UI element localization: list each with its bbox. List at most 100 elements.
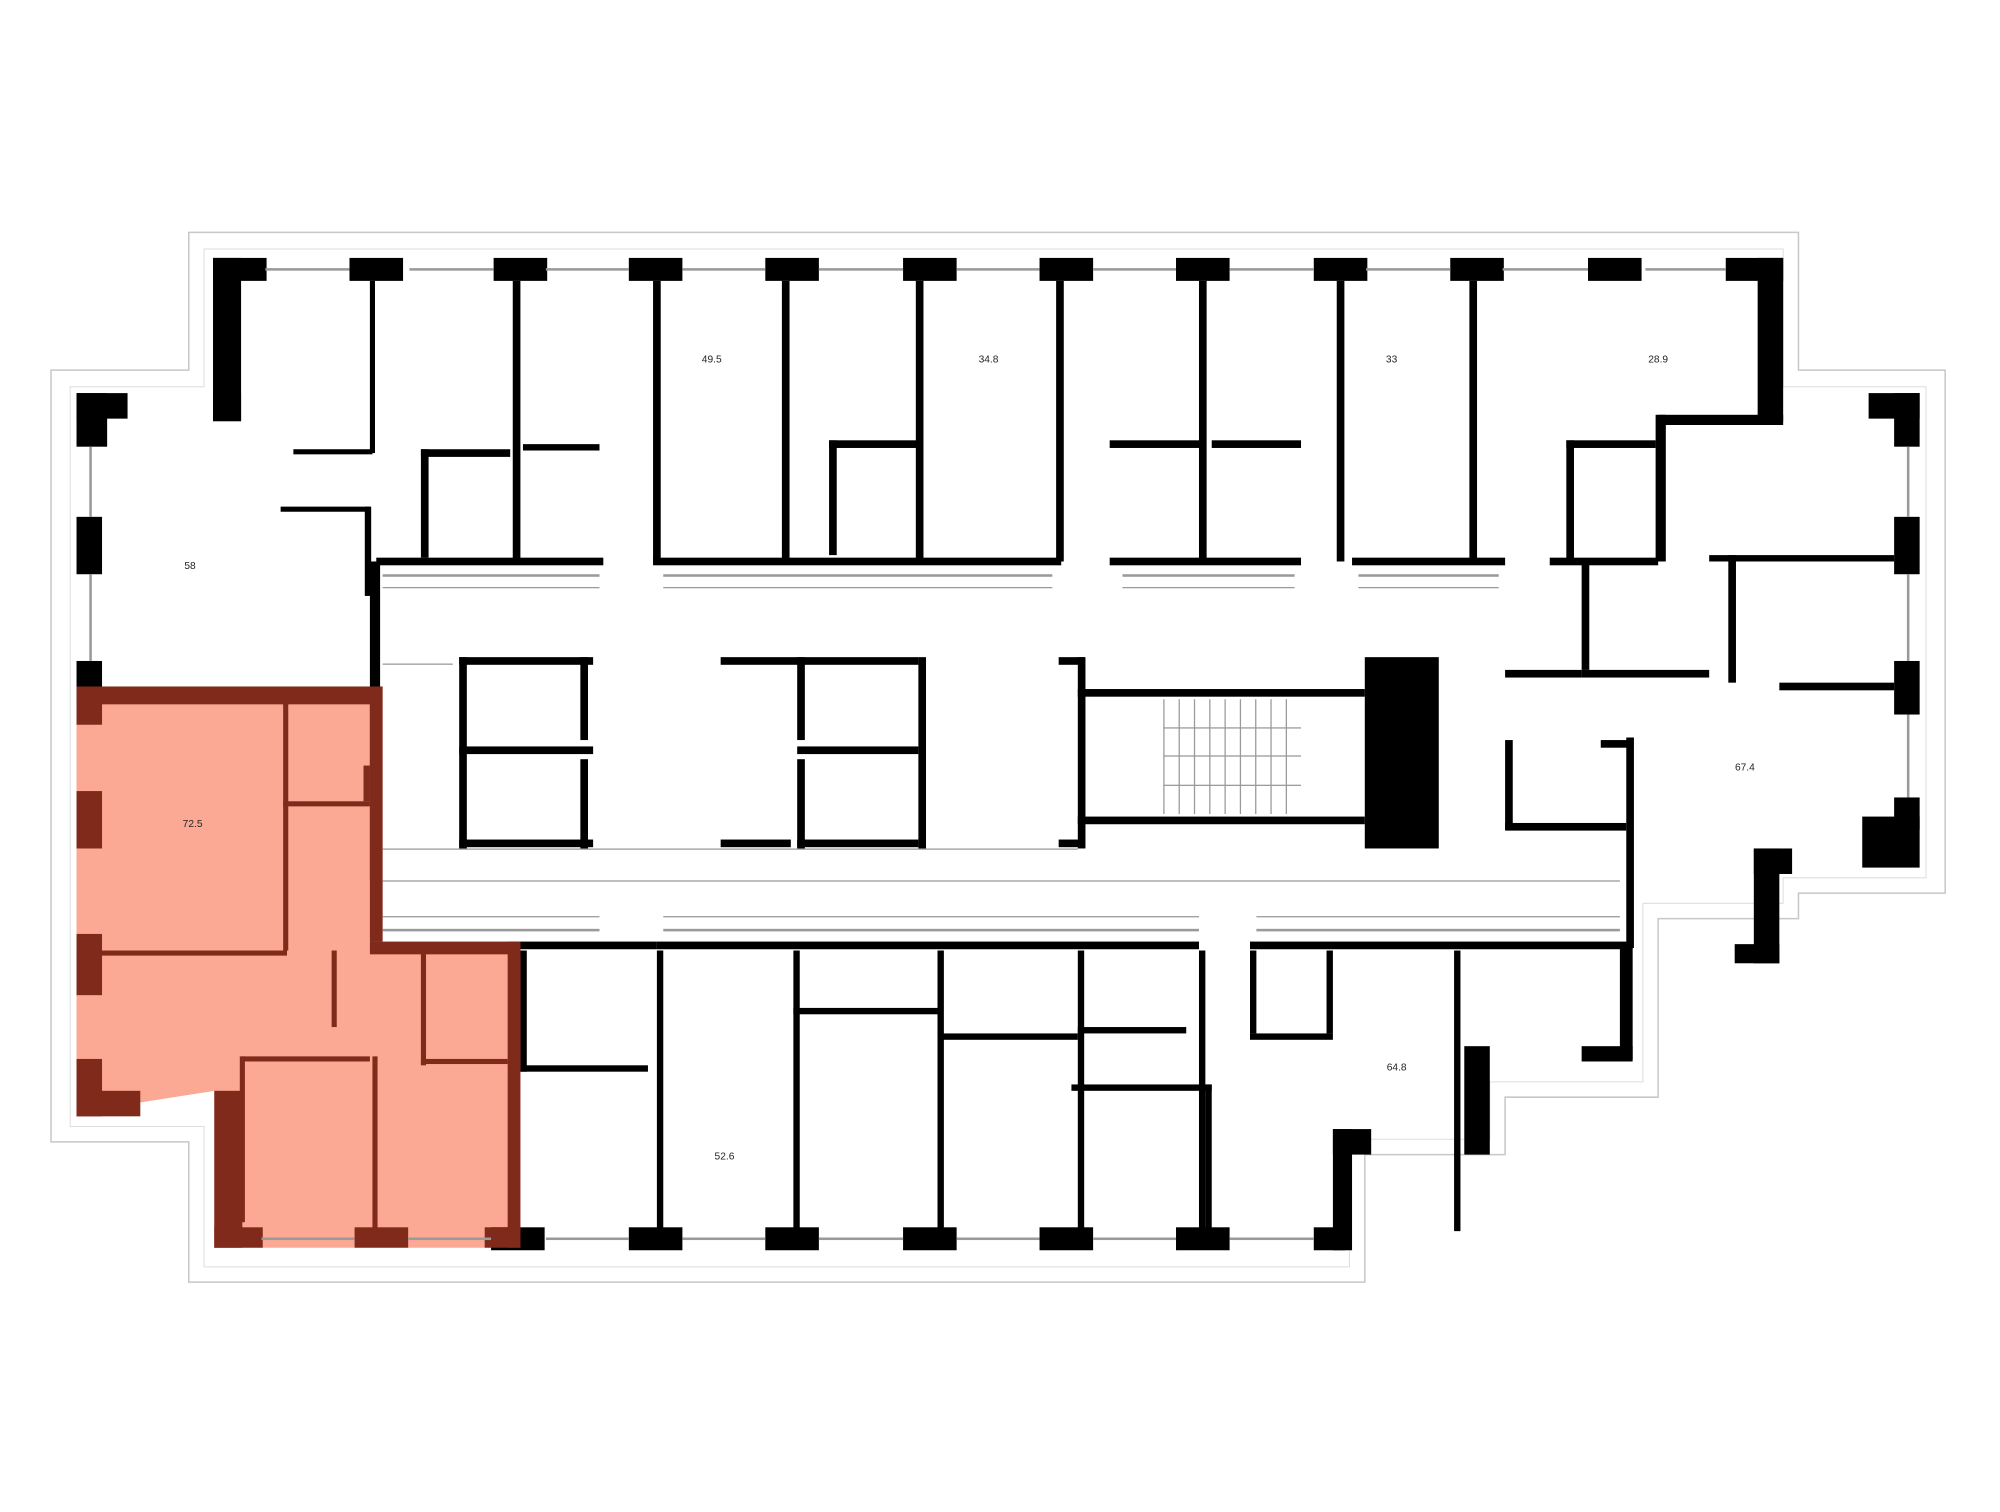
highlighted-wall-segment [76, 933, 103, 996]
wall-segment [1728, 555, 1736, 683]
thin-line [663, 586, 1053, 589]
highlighted-wall-segment [363, 765, 370, 802]
thin-line [818, 1237, 904, 1241]
thin-line [1366, 268, 1451, 271]
wall-segment [1868, 393, 1920, 419]
wall-segment [653, 280, 661, 562]
wall-segment [918, 657, 927, 849]
thin-line [261, 1237, 355, 1241]
wall-segment [797, 759, 805, 849]
highlighted-wall-segment [76, 1090, 141, 1117]
wall-segment [903, 1227, 957, 1251]
wall-segment [1581, 1046, 1633, 1062]
thin-line [382, 880, 1620, 882]
wall-segment [1549, 557, 1659, 566]
wall-segment [520, 1065, 648, 1072]
thin-line [382, 663, 453, 665]
highlighted-wall-segment [354, 1227, 409, 1248]
wall-segment [1619, 944, 1633, 1059]
highlighted-wall-segment [214, 1227, 263, 1248]
wall-segment [1352, 557, 1506, 566]
wall-segment [1058, 657, 1085, 665]
area-label-49-5: 49.5 [702, 355, 722, 366]
highlighted-wall-segment [507, 941, 521, 1248]
area-label-58: 58 [184, 561, 196, 572]
highlighted-wall-segment [242, 1056, 370, 1062]
thin-line [1358, 586, 1499, 589]
wall-segment [459, 746, 594, 755]
area-label-72-5: 72.5 [183, 819, 203, 830]
highlighted-wall-segment [283, 801, 370, 807]
wall-segment [420, 449, 511, 457]
highlighted-wall-segment [484, 1227, 521, 1248]
apartment-72-5-highlight[interactable] [76, 686, 521, 1248]
thin-line [409, 268, 494, 271]
wall-segment [1250, 1033, 1333, 1040]
wall-segment [1058, 839, 1085, 848]
wall-segment [628, 257, 683, 281]
wall-segment [349, 257, 404, 281]
thin-line [545, 268, 629, 271]
wall-segment [369, 280, 375, 454]
thin-line [408, 1237, 492, 1241]
wall-segment [1734, 944, 1780, 964]
wall-segment [1077, 816, 1365, 825]
wall-segment [493, 257, 548, 281]
wall-segment [1250, 941, 1633, 950]
wall-segment [797, 746, 919, 755]
wall-segment [720, 839, 791, 848]
partition-lines [89, 268, 1910, 1241]
thin-line [1122, 586, 1295, 589]
highlighted-wall-segment [76, 950, 287, 956]
thin-line [1093, 1237, 1177, 1241]
wall-segment [1077, 657, 1086, 849]
thin-line [1163, 784, 1302, 786]
thin-line [682, 268, 766, 271]
thin-line [818, 268, 904, 271]
highlighted-wall-segment [214, 1090, 243, 1248]
thin-line [1256, 916, 1620, 918]
wall-segment [1039, 257, 1094, 281]
wall-segment [1056, 280, 1064, 562]
highlighted-wall-segment [76, 791, 103, 849]
wall-segment [522, 444, 600, 451]
wall-segment [937, 950, 944, 1232]
wall-segment [76, 660, 103, 690]
thin-line [663, 574, 1053, 577]
thin-line [1906, 574, 1910, 661]
walls [76, 257, 1920, 1251]
wall-segment [793, 1007, 941, 1015]
wall-segment [1364, 657, 1439, 849]
thin-line [956, 1237, 1040, 1241]
thin-line [1229, 268, 1314, 271]
wall-segment [1313, 257, 1368, 281]
area-label-67-4: 67.4 [1735, 763, 1755, 774]
thin-line [1163, 727, 1302, 729]
area-label-64-8: 64.8 [1387, 1062, 1407, 1073]
highlighted-wall-segment [420, 1058, 508, 1065]
area-label-52-6: 52.6 [715, 1152, 735, 1163]
wall-segment [781, 280, 790, 562]
highlighted-wall-segment [288, 695, 370, 701]
thin-line [545, 1237, 629, 1241]
building-outline [50, 231, 1946, 1283]
highlighted-wall-segment [76, 686, 103, 725]
wall-segment [797, 657, 805, 741]
thin-line [382, 928, 600, 932]
wall-segment [793, 950, 800, 1232]
wall-segment [420, 449, 429, 558]
thin-line [1645, 268, 1726, 271]
wall-segment [1505, 822, 1627, 831]
wall-segment [720, 657, 919, 665]
wall-segment [459, 839, 594, 848]
area-label-34-8: 34.8 [979, 355, 999, 366]
wall-segment [829, 440, 837, 556]
wall-segment [1626, 737, 1634, 948]
thin-line [663, 916, 1199, 918]
thin-line [89, 574, 92, 661]
thin-line [663, 928, 1199, 932]
wall-segment [1894, 516, 1920, 575]
thin-line [382, 916, 600, 918]
highlighted-wall-segment [239, 1056, 245, 1223]
